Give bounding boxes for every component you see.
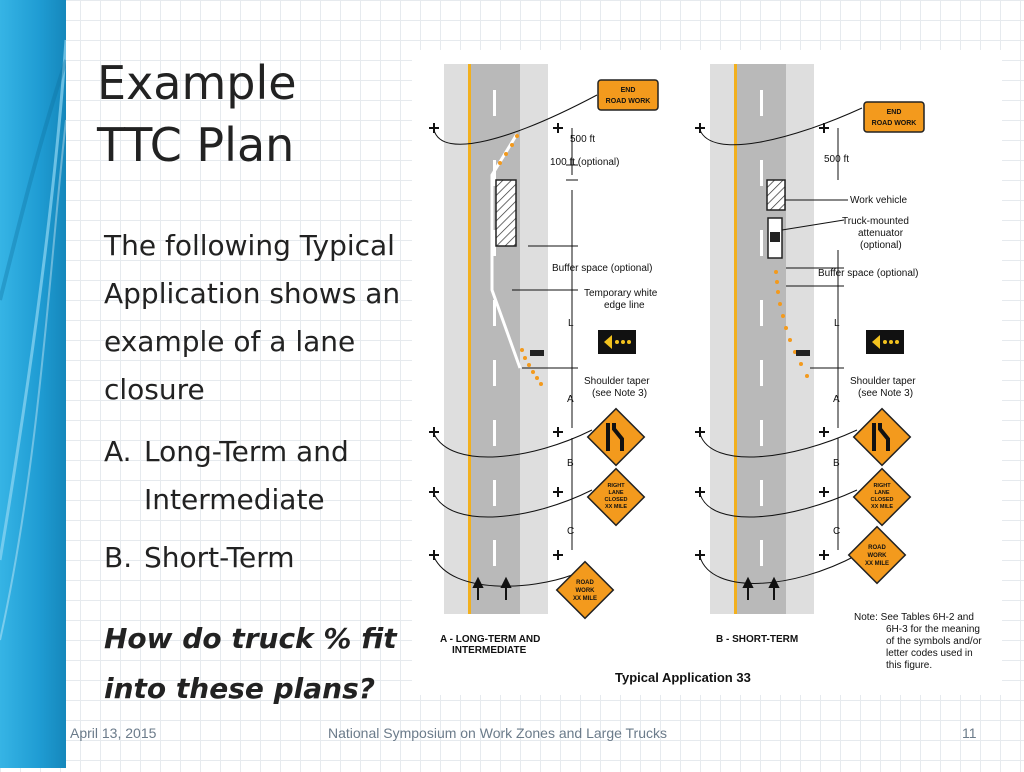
label-B: B [567, 458, 574, 469]
label-L-b: L [834, 318, 840, 329]
label-attenuator-3: (optional) [860, 240, 902, 251]
list-item: A. Long-Term and Intermediate [104, 428, 424, 524]
label-L: L [568, 318, 574, 329]
lane-ends-sign-a [586, 407, 646, 467]
label-500ft-b: 500 ft [824, 154, 849, 165]
label-B-b: B [833, 458, 840, 469]
lane-ends-sign-b [852, 407, 912, 467]
figure-caption: Typical Application 33 [615, 670, 751, 685]
label-buffer-space-b: Buffer space (optional) [818, 268, 918, 279]
question-text: How do truck % fit into these plans? [104, 622, 397, 705]
panel-a: 500 ft 100 ft (optional) Buffer space (o… [428, 64, 659, 656]
svg-text:XX MILE: XX MILE [865, 561, 889, 567]
intro-text: The following Typical Application shows … [104, 229, 401, 406]
list-item: B. Short-Term [104, 534, 424, 582]
panel-a-label-2: INTERMEDIATE [452, 645, 527, 656]
arrow-board-display-b [866, 330, 904, 354]
list-item-letter: B. [104, 541, 133, 574]
end-road-work-sign-b: END ROAD WORK [863, 101, 925, 133]
svg-text:XX MILE: XX MILE [871, 504, 893, 510]
svg-text:ROAD WORK: ROAD WORK [606, 98, 651, 105]
page-number: 11 [962, 725, 977, 741]
label-edge-line: Temporary white [584, 288, 658, 299]
label-500ft: 500 ft [570, 134, 595, 145]
svg-text:XX MILE: XX MILE [605, 504, 627, 510]
svg-text:of the symbols and/or: of the symbols and/or [886, 636, 982, 647]
label-shoulder-taper: Shoulder taper [584, 376, 650, 387]
label-shoulder-taper-note: (see Note 3) [592, 388, 647, 399]
road-work-sign-b: ROAD WORK XX MILE [847, 525, 907, 585]
svg-text:LANE: LANE [875, 490, 890, 496]
svg-text:WORK: WORK [576, 588, 596, 594]
title-line-2: TTC Plan [97, 118, 295, 172]
svg-text:RIGHT: RIGHT [873, 483, 891, 489]
list-item-text: Long-Term and Intermediate [144, 435, 349, 516]
channelizing-devices [498, 134, 543, 386]
svg-text:ROAD: ROAD [868, 545, 886, 551]
label-A: A [567, 394, 574, 405]
svg-text:letter codes used in: letter codes used in [886, 648, 973, 659]
ttc-diagram: 500 ft 100 ft (optional) Buffer space (o… [428, 64, 982, 685]
label-edge-line-2: edge line [604, 300, 645, 311]
svg-text:CLOSED: CLOSED [605, 497, 628, 503]
label-C-b: C [833, 526, 840, 537]
label-C: C [567, 526, 574, 537]
svg-text:CLOSED: CLOSED [871, 497, 894, 503]
panel-b: 500 ft Work vehicle Truck-mounted attenu… [694, 64, 925, 645]
svg-text:END: END [887, 109, 902, 116]
dimension-lines-a [512, 128, 578, 550]
footer-date: April 13, 2015 [70, 725, 157, 741]
work-vehicle [766, 179, 786, 211]
footer-event: National Symposium on Work Zones and Lar… [328, 725, 668, 741]
panel-a-label: A - LONG-TERM AND [440, 634, 540, 645]
arrow-board-display [598, 330, 636, 354]
label-100ft: 100 ft (optional) [550, 157, 620, 168]
svg-text:WORK: WORK [868, 553, 888, 559]
ttc-figure: 500 ft 100 ft (optional) Buffer space (o… [412, 50, 1002, 695]
title-line-1: Example [97, 56, 297, 110]
svg-text:ROAD WORK: ROAD WORK [872, 120, 917, 127]
svg-text:XX MILE: XX MILE [573, 596, 597, 602]
label-attenuator-2: attenuator [858, 228, 904, 239]
arrow-board [530, 350, 544, 356]
svg-text:END: END [621, 87, 636, 94]
right-lane-closed-sign-a: RIGHT LANE CLOSED XX MILE [586, 467, 646, 527]
svg-text:Note: See Tables 6H-2 and: Note: See Tables 6H-2 and [854, 612, 974, 623]
svg-text:RIGHT: RIGHT [607, 483, 625, 489]
work-area [495, 179, 517, 247]
road-work-sign-a: ROAD WORK XX MILE [555, 560, 615, 620]
panel-b-label: B - SHORT-TERM [716, 634, 798, 645]
label-buffer-space: Buffer space (optional) [552, 263, 652, 274]
right-lane-closed-sign-b: RIGHT LANE CLOSED XX MILE [852, 467, 912, 527]
label-A-b: A [833, 394, 840, 405]
slide-title: Example TTC Plan [97, 52, 297, 176]
label-attenuator: Truck-mounted [842, 216, 909, 227]
list-item-letter: A. [104, 435, 132, 468]
svg-text:this figure.: this figure. [886, 660, 932, 671]
application-list: A. Long-Term and Intermediate B. Short-T… [104, 428, 424, 592]
shoulder-right [520, 64, 548, 614]
svg-text:LANE: LANE [609, 490, 624, 496]
end-road-work-sign-a: END ROAD WORK [597, 79, 659, 111]
decorative-side-band [0, 0, 68, 768]
label-shoulder-taper-note-b: (see Note 3) [858, 388, 913, 399]
label-shoulder-taper-b: Shoulder taper [850, 376, 916, 387]
label-work-vehicle: Work vehicle [850, 195, 907, 206]
center-line [468, 64, 471, 614]
svg-text:6H-3 for the meaning: 6H-3 for the meaning [886, 624, 980, 635]
figure-note: Note: See Tables 6H-2 and 6H-3 for the m… [854, 612, 982, 671]
svg-text:ROAD: ROAD [576, 580, 594, 586]
shoulder-left [444, 64, 468, 614]
list-item-text: Short-Term [144, 541, 295, 574]
